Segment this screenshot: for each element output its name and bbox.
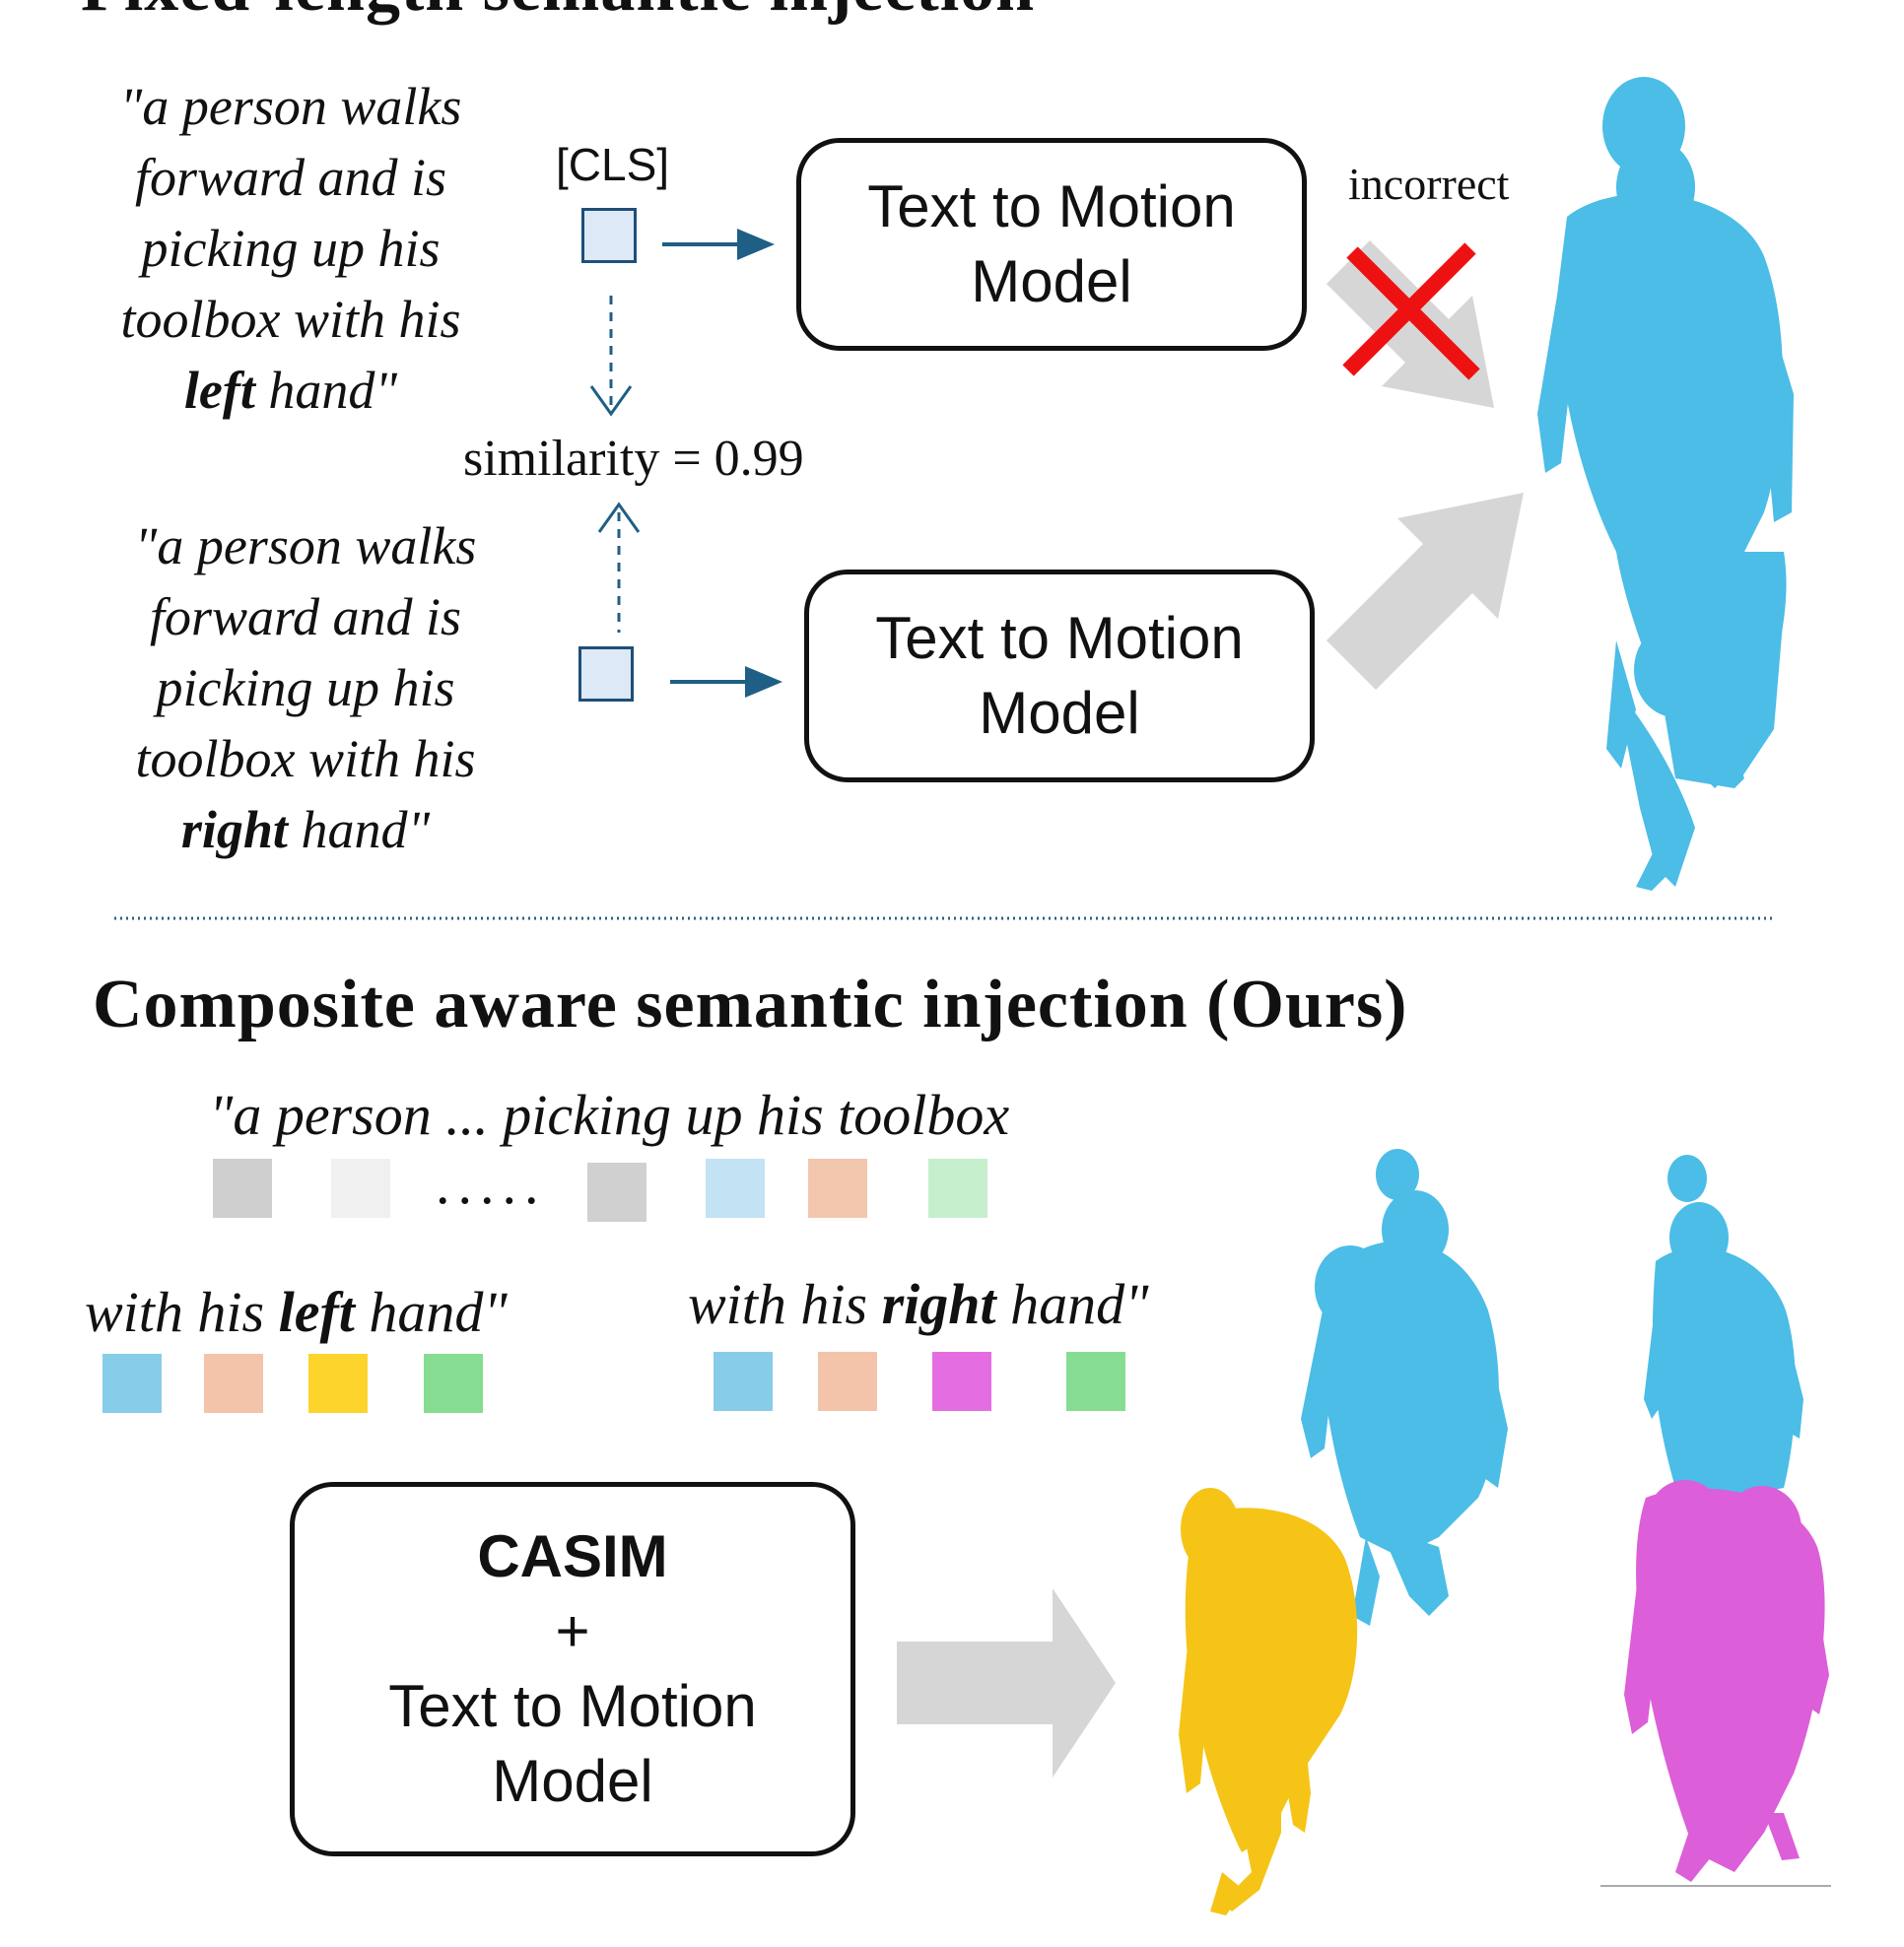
- quote-line: forward and is: [134, 148, 447, 207]
- token-light-gray: [331, 1159, 390, 1218]
- token-gray: [213, 1159, 272, 1218]
- phrase-post: hand": [995, 1272, 1149, 1336]
- quote-tail: hand": [287, 800, 431, 859]
- token-green: [1066, 1352, 1125, 1411]
- quote-line: "a person walks: [119, 77, 462, 136]
- blue-motion-figure-top: [1537, 77, 1794, 891]
- token-sky: [714, 1352, 773, 1411]
- quote-line: forward and is: [149, 587, 462, 646]
- yellow-motion-figure: [1179, 1488, 1358, 1915]
- model-label-line1: Text to Motion: [875, 605, 1244, 671]
- incorrect-label: incorrect: [1348, 159, 1510, 209]
- blue-motion-figure-bottom-right: [1644, 1155, 1803, 1498]
- phrase-emph-left: left: [278, 1280, 355, 1344]
- gray-arrow-incorrect: [1326, 240, 1494, 408]
- quote-tail: hand": [254, 361, 398, 420]
- token-ellipsis: .....: [436, 1152, 547, 1216]
- cls-token-bottom: [578, 646, 634, 702]
- section-heading-composite: Composite aware semantic injection (Ours…: [93, 967, 1408, 1042]
- emphasis-left: left: [183, 361, 255, 420]
- phrase-emph-right: right: [881, 1272, 996, 1336]
- dashed-arrow-down: [589, 296, 633, 417]
- text-to-motion-model-box-top: Text to Motion Model: [796, 138, 1307, 351]
- phrase-post: hand": [354, 1280, 508, 1344]
- token-light-green: [928, 1159, 987, 1218]
- token-mid-gray: [587, 1163, 646, 1222]
- quote-line: picking up his: [156, 658, 455, 717]
- left-hand-phrase: with his left hand": [85, 1279, 508, 1345]
- token-magenta: [932, 1352, 991, 1411]
- token-peach2: [204, 1354, 263, 1413]
- quote-line: "a person walks: [134, 516, 477, 575]
- model-label-line1: Text to Motion: [867, 173, 1236, 239]
- shared-phrase: "a person ... picking up his toolbox: [209, 1083, 1010, 1147]
- phrase-pre: with his: [688, 1272, 882, 1336]
- token-sky: [102, 1354, 162, 1413]
- quote-line: left hand": [94, 355, 488, 426]
- blue-motion-figure-bottom-left: [1301, 1149, 1508, 1626]
- token-yellow: [308, 1354, 368, 1413]
- magenta-motion-figure: [1624, 1480, 1829, 1882]
- right-hand-phrase: with his right hand": [688, 1271, 1149, 1337]
- caption-right-hand-quote: "a person walks forward and is picking u…: [108, 510, 503, 865]
- quote-line: right hand": [108, 794, 503, 865]
- casim-title: CASIM: [477, 1523, 668, 1589]
- dashed-arrow-up: [597, 502, 641, 633]
- model-label-line2: Model: [971, 248, 1132, 314]
- plus-sign: +: [555, 1598, 590, 1664]
- token-light-blue: [706, 1159, 765, 1218]
- cls-token-top: [581, 208, 637, 263]
- quote-line: toolbox with his: [120, 290, 461, 349]
- section-heading-fixed: Fixed-length semantic injection: [81, 0, 1035, 28]
- arrow-token-to-model-top: [662, 229, 775, 260]
- casim-model-box: CASIM + Text to Motion Model: [290, 1482, 855, 1856]
- model-label-line2: Model: [979, 680, 1140, 746]
- model-label-line1: Text to Motion: [388, 1673, 757, 1739]
- model-label-line2: Model: [492, 1748, 653, 1814]
- token-peach2: [818, 1352, 877, 1411]
- caption-left-hand-quote: "a person walks forward and is picking u…: [94, 71, 488, 426]
- token-peach: [808, 1159, 867, 1218]
- gray-arrow-correct: [1326, 493, 1524, 690]
- arrow-token-to-model-bottom: [670, 666, 782, 698]
- cls-token-label: [CLS]: [556, 139, 670, 190]
- red-cross-icon: [1342, 242, 1480, 380]
- emphasis-right: right: [180, 800, 288, 859]
- phrase-pre: with his: [85, 1280, 279, 1344]
- token-green: [424, 1354, 483, 1413]
- quote-line: toolbox with his: [135, 729, 476, 788]
- quote-line: picking up his: [141, 219, 441, 278]
- similarity-label: similarity = 0.99: [463, 431, 804, 487]
- text-to-motion-model-box-bottom: Text to Motion Model: [804, 570, 1315, 782]
- gray-arrow-casim-output: [897, 1588, 1116, 1778]
